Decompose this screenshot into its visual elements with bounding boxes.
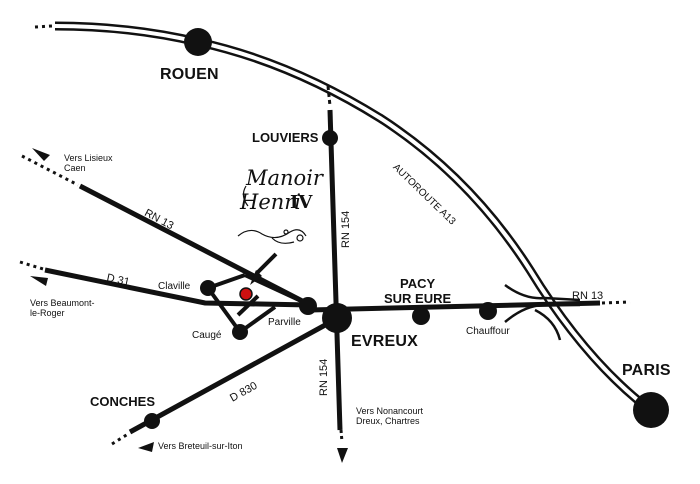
village-label-cauge: Caugé: [192, 330, 222, 341]
direction-label-beaumont: Vers Beaumont- le-Roger: [30, 298, 95, 318]
city-label-conches: CONCHES: [90, 394, 156, 409]
pacy-line-2: SUR EURE: [384, 291, 452, 306]
lisieux-line-2: Caen: [64, 163, 86, 173]
louviers-node: [322, 130, 338, 146]
pacy-line-1: PACY: [400, 276, 436, 291]
logo-line-2: Henri: [240, 190, 302, 214]
arrow-beaumont-icon: [30, 276, 48, 286]
village-label-parville: Parville: [268, 317, 301, 328]
village-label-chauffour: Chauffour: [466, 326, 510, 337]
road-label-rn154-south: RN 154: [318, 358, 330, 396]
city-label-evreux: EVREUX: [351, 333, 418, 350]
conches-node: [144, 413, 160, 429]
rn154-road: [326, 85, 344, 443]
logo-line-1: Manoir: [246, 166, 323, 190]
rouen-node: [184, 28, 212, 56]
d830-road: [111, 315, 340, 446]
cauge-node: [232, 324, 248, 340]
evreux-node: [322, 303, 352, 333]
direction-label-lisieux: Vers Lisieux Caen: [64, 153, 113, 173]
logo-numeral: IV: [290, 192, 313, 213]
claville-node: [200, 280, 216, 296]
direction-label-breteuil: Vers Breteuil-sur-Iton: [158, 441, 243, 451]
village-label-claville: Claville: [158, 281, 191, 292]
parville-node: [299, 297, 317, 315]
city-label-pacy: PACY SUR EURE: [384, 276, 451, 306]
chauffour-node: [479, 302, 497, 320]
arrow-breteuil-icon: [138, 442, 154, 452]
manoir-henri-iv-logo: Manoir Henri IV: [232, 162, 323, 252]
arrow-nonancourt-icon: [337, 448, 348, 463]
direction-label-nonancourt: Vers Nonancourt Dreux, Chartres: [356, 406, 423, 426]
road-label-rn154-north: RN 154: [340, 210, 352, 248]
arrow-lisieux-icon: [32, 148, 50, 161]
direction-arrows: [30, 148, 348, 463]
pacy-node: [412, 307, 430, 325]
paris-node: [633, 392, 669, 428]
town-nodes: [144, 28, 669, 429]
lisieux-line-1: Vers Lisieux: [64, 153, 113, 163]
city-label-paris: PARIS: [622, 362, 671, 379]
beaumont-line-2: le-Roger: [30, 308, 65, 318]
autoroute-a13: [34, 21, 653, 414]
city-label-louviers: LOUVIERS: [252, 130, 319, 145]
beaumont-line-1: Vers Beaumont-: [30, 298, 95, 308]
rn13-east-road: [309, 300, 631, 313]
city-label-rouen: ROUEN: [160, 66, 219, 83]
road-label-rn13-east: RN 13: [572, 290, 604, 302]
manoir-location-marker: [239, 287, 253, 301]
d31-road: [19, 260, 311, 308]
nonancourt-line-1: Vers Nonancourt: [356, 406, 424, 416]
nonancourt-line-2: Dreux, Chartres: [356, 416, 420, 426]
logo-flourish: [237, 185, 307, 244]
local-roads: [206, 273, 311, 334]
